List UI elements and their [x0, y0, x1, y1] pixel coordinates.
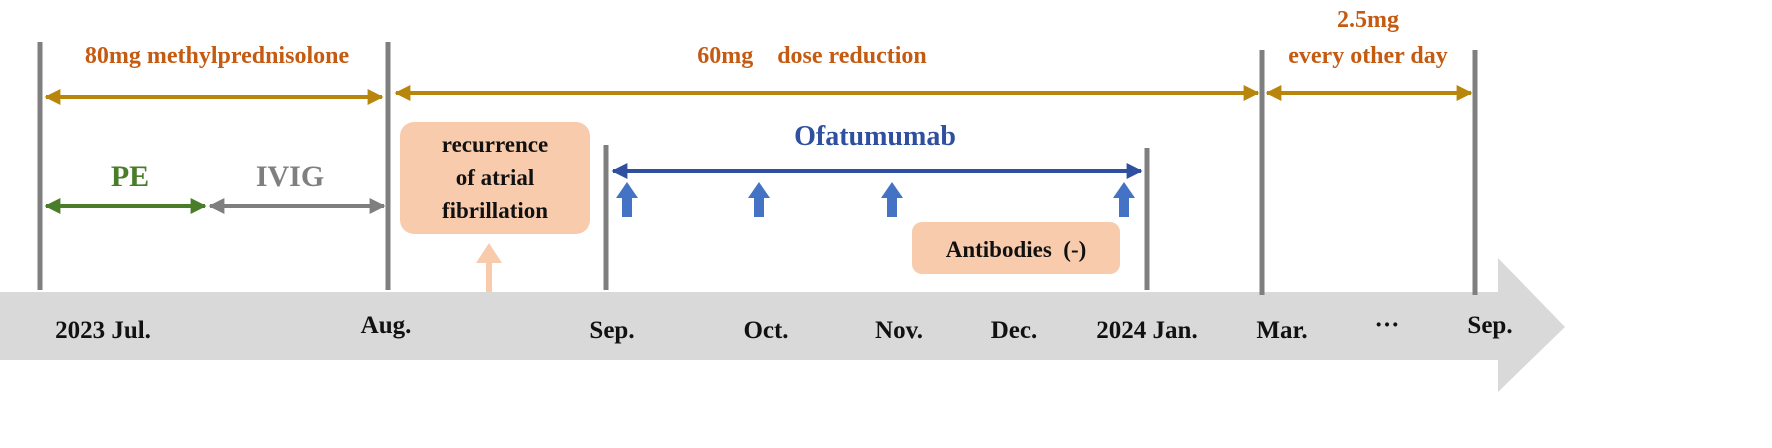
dose-arrow-1 — [616, 182, 638, 217]
antibodies-label: Antibodies (-) — [946, 237, 1087, 262]
dose-arrow-4 — [1113, 182, 1135, 217]
af-label-line3: fibrillation — [442, 198, 548, 223]
af-label-line1: recurrence — [442, 132, 548, 157]
timeline-label-2023-jul: 2023 Jul. — [55, 317, 151, 344]
ofatumumab-label: Ofatumumab — [794, 121, 956, 152]
af-pointer-arrow — [476, 243, 502, 292]
timeline-label-sep: Sep. — [589, 317, 634, 344]
ivig-label: IVIG — [256, 160, 324, 193]
timeline-label-ellipsis: ··· — [1374, 312, 1399, 339]
timeline-label-aug: Aug. — [361, 312, 412, 339]
dose-arrow-3 — [881, 182, 903, 217]
timeline-label-sep-end: Sep. — [1467, 312, 1512, 339]
steroid-label-every-other-day: every other day — [1288, 43, 1448, 69]
timeline-label-dec: Dec. — [991, 317, 1038, 344]
steroid-label-2-5mg: 2.5mg — [1337, 7, 1399, 33]
antibodies-box — [912, 222, 1120, 274]
timeline-label-oct: Oct. — [743, 317, 788, 344]
af-event-box — [400, 122, 590, 234]
timeline-label-nov: Nov. — [875, 317, 923, 344]
steroid-label-80mg: 80mg methylprednisolone — [85, 43, 350, 69]
af-label-line2: of atrial — [456, 165, 535, 190]
steroid-label-60mg: 60mg dose reduction — [697, 43, 927, 69]
dose-arrow-2 — [748, 182, 770, 217]
timeline-label-2024-jan: 2024 Jan. — [1096, 317, 1197, 344]
pe-label: PE — [111, 160, 149, 193]
timeline-arrow — [0, 258, 1565, 392]
timeline-label-mar: Mar. — [1256, 317, 1307, 344]
